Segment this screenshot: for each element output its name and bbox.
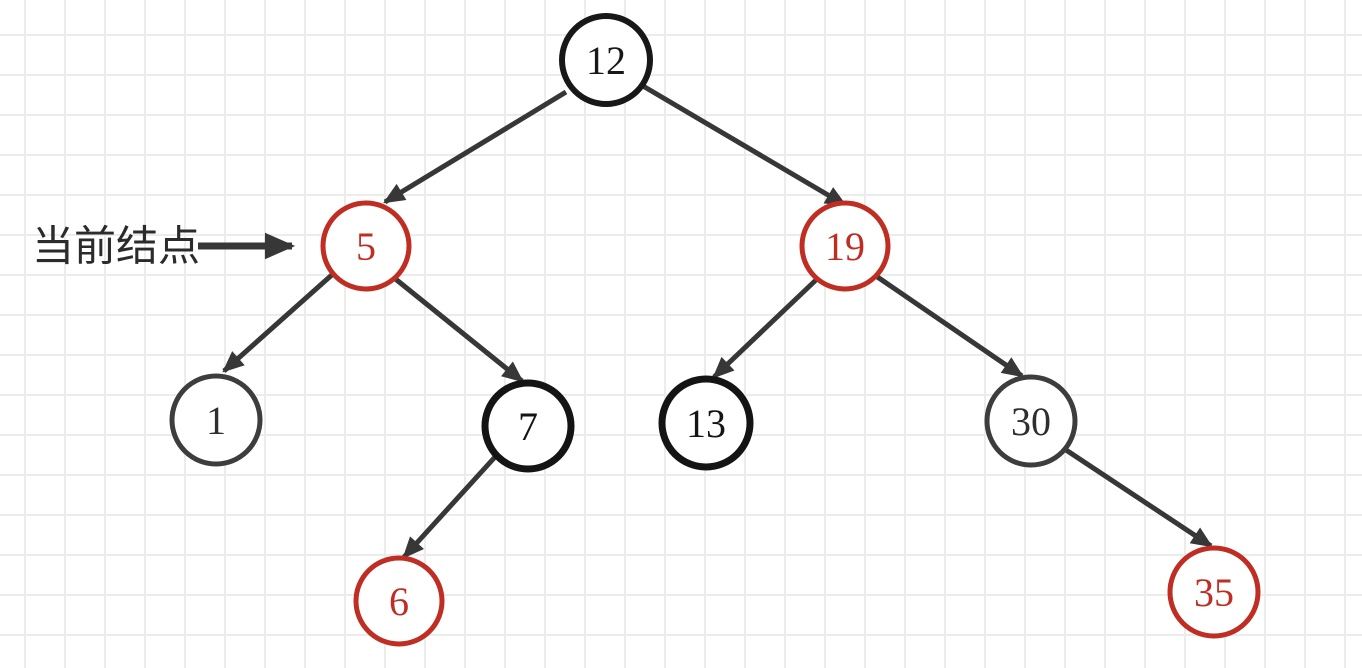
node-circle — [799, 200, 891, 292]
node-circle — [353, 555, 445, 647]
tree-node-35: 35 — [1167, 545, 1261, 639]
node-circle — [559, 13, 653, 107]
tree-edge-12-5 — [383, 89, 568, 205]
node-value: 35 — [1194, 570, 1234, 615]
node-value: 13 — [686, 401, 726, 446]
current-node-annotation: 当前结点 — [32, 225, 296, 271]
tree-edge-30-35 — [1061, 445, 1213, 549]
node-value: 7 — [518, 404, 538, 449]
node-circle — [481, 379, 575, 473]
node-circle — [169, 373, 263, 467]
tree-node-13: 13 — [658, 375, 754, 471]
tree-node-1: 1 — [169, 373, 263, 467]
tree-edge-19-13 — [712, 277, 819, 379]
tree-edge-19-30 — [874, 273, 1024, 379]
node-circle — [1167, 545, 1261, 639]
current-node-label: 当前结点 — [32, 225, 200, 271]
tree-edge-5-1 — [222, 271, 336, 373]
tree-edge-12-19 — [641, 83, 847, 208]
tree-node-19: 19 — [799, 200, 891, 292]
tree-edge-5-7 — [391, 275, 524, 383]
tree-edge-7-6 — [402, 455, 497, 559]
tree-node-7: 7 — [481, 379, 575, 473]
tree-nodes: 12 5 19 1 7 13 30 6 35 — [169, 13, 1261, 647]
node-value: 5 — [356, 224, 376, 269]
tree-node-12: 12 — [559, 13, 653, 107]
tree-node-5: 5 — [320, 200, 412, 292]
tree-node-30: 30 — [984, 374, 1078, 468]
node-circle — [320, 200, 412, 292]
node-value: 30 — [1011, 399, 1051, 444]
node-value: 12 — [586, 38, 626, 83]
node-value: 1 — [206, 398, 226, 443]
node-circle — [658, 375, 754, 471]
node-value: 19 — [825, 224, 865, 269]
tree-node-6: 6 — [353, 555, 445, 647]
node-value: 6 — [389, 579, 409, 624]
tree-edges — [222, 83, 1213, 559]
node-circle — [984, 374, 1078, 468]
